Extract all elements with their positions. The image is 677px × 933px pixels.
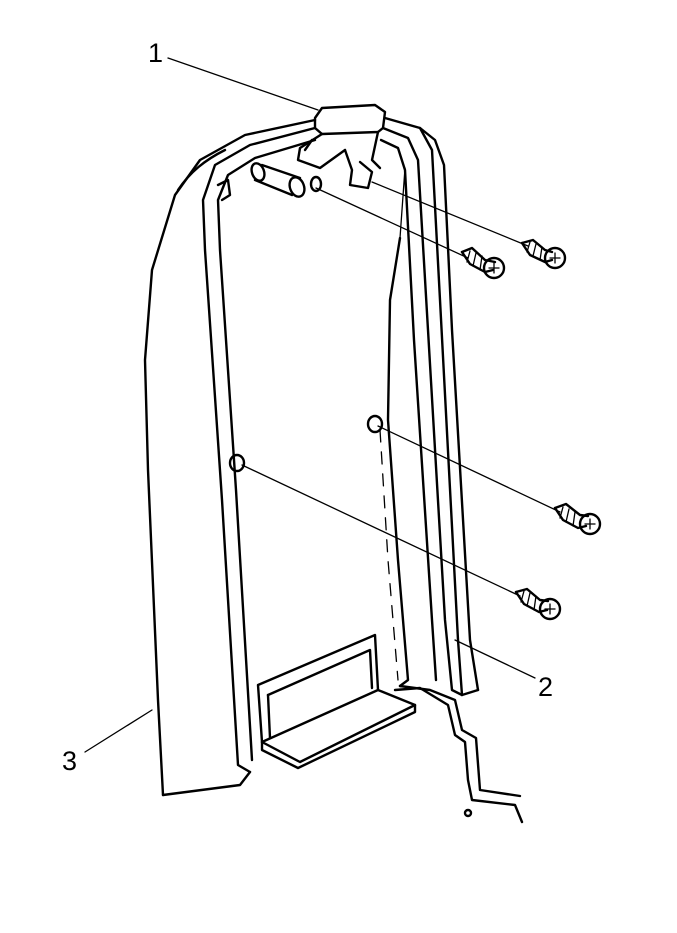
screw-alignment-lines [241,181,561,597]
screw-mid-left [514,587,562,621]
leader-line-1 [167,57,319,111]
callout-2: 2 [538,672,553,702]
leader-line-3 [84,709,153,753]
headrest-post [250,162,323,198]
callout-1: 1 [148,38,163,68]
callout-3: 3 [62,746,77,776]
screw-mid-right [553,502,602,536]
alignment-line-mid-left [241,464,521,597]
side-clip [216,178,232,202]
headrest-latch [296,103,387,190]
alignment-line-mid-right [377,425,561,513]
seat-frame [393,684,524,824]
trim-edge-seal [201,126,480,774]
alignment-line-upper-right [371,181,529,247]
inner-panel-contour [379,167,410,688]
alignment-line-upper-left [315,187,469,259]
mounting-holes [228,414,384,473]
screw-upper-left [460,246,506,280]
leader-line-2 [454,639,536,679]
mounting-hole-left [228,453,246,473]
lower-bracket [256,633,417,770]
leader-lines [84,57,536,753]
screw-upper-right [520,238,567,270]
mounting-hole-right [366,414,384,434]
